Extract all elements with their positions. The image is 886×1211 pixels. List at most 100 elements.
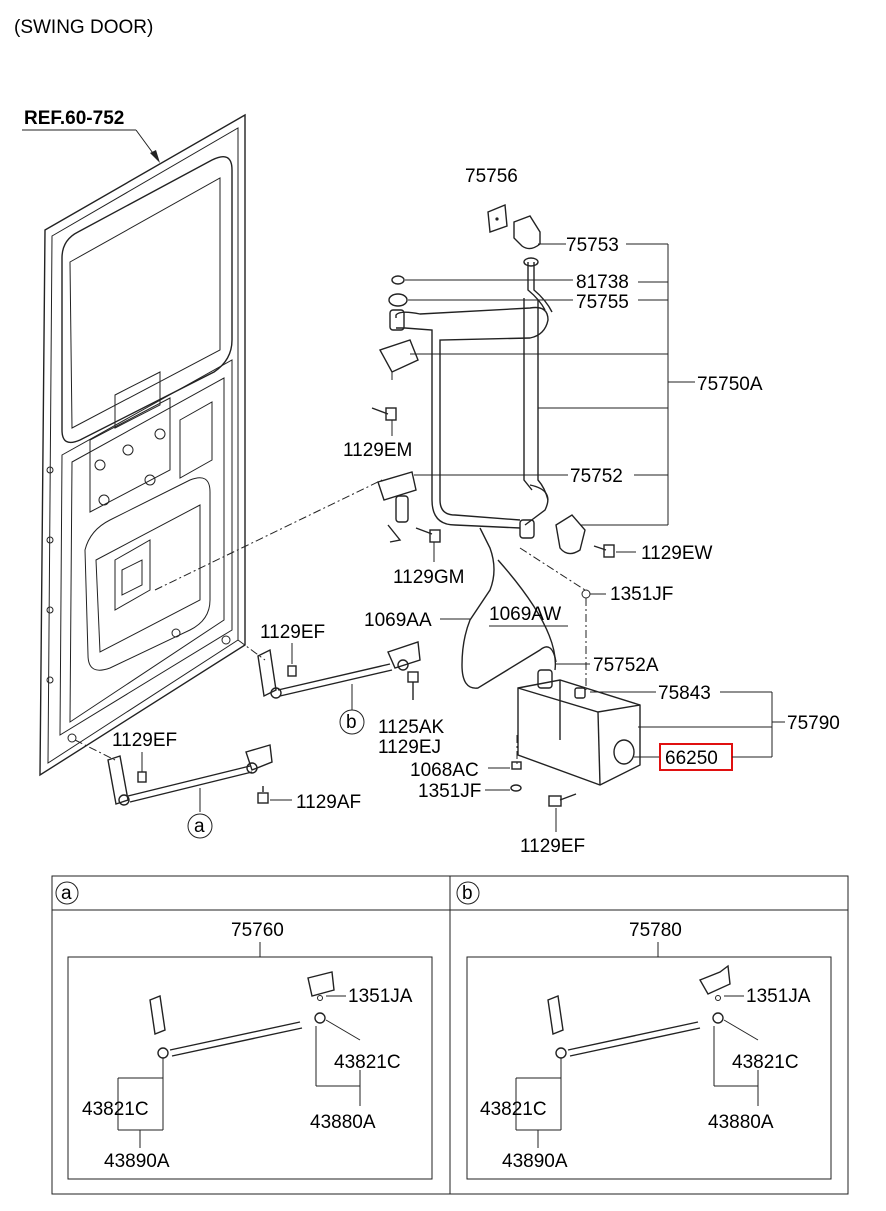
callout-75750A[interactable]: 75750A xyxy=(410,244,763,526)
alignment-line xyxy=(237,639,266,661)
label-75752A: 75752A xyxy=(593,655,659,676)
label-1129AF: 1129AF xyxy=(296,792,361,813)
callout-1125AK[interactable]: 1125AK 1129EJ xyxy=(378,717,445,758)
label-1129EW: 1129EW xyxy=(641,543,713,564)
callout-1129EF-mid[interactable]: 1129EF xyxy=(260,622,325,664)
circle-label-b: b xyxy=(346,712,357,733)
ref-callout[interactable]: REF.60-752 xyxy=(22,108,160,163)
label-75753: 75753 xyxy=(566,235,619,256)
label-1129EF-left: 1129EF xyxy=(112,730,177,751)
label-1129EM: 1129EM xyxy=(343,440,412,461)
callout-1129AF[interactable]: 1129AF xyxy=(270,792,361,813)
bolt-1129AF xyxy=(257,786,269,804)
label-75755: 75755 xyxy=(576,292,629,313)
circle-label-a: a xyxy=(194,816,205,837)
callout-1129EM[interactable]: 1129EM xyxy=(343,420,412,461)
bolt-1129GM xyxy=(415,527,441,543)
clip-1068AC xyxy=(511,761,522,770)
callout-1129EW[interactable]: 1129EW xyxy=(616,543,713,564)
callout-75755[interactable]: 75755 xyxy=(408,292,668,313)
callout-a[interactable]: a xyxy=(187,788,213,839)
ref-label: REF.60-752 xyxy=(24,108,124,129)
diagram-header: (SWING DOOR) xyxy=(14,17,153,38)
label-1069AW: 1069AW xyxy=(489,604,561,625)
alignment-line xyxy=(519,547,586,591)
rod-b xyxy=(257,641,421,699)
label-1129EJ: 1129EJ xyxy=(378,737,441,758)
panel-b-joint-right: 43821C xyxy=(732,1052,799,1073)
bracket-75753 xyxy=(513,215,541,250)
callout-1069AW[interactable]: 1069AW xyxy=(489,604,568,627)
callout-75756[interactable]: 75756 xyxy=(465,166,518,187)
callout-75753[interactable]: 75753 xyxy=(538,235,668,256)
callout-75843[interactable]: 75843 xyxy=(590,683,772,704)
bolt-1129EF-left xyxy=(137,771,147,783)
panel-a-rod-left: 43890A xyxy=(104,1151,170,1172)
callout-1068AC[interactable]: 1068AC xyxy=(410,760,510,781)
callout-75752[interactable]: 75752 xyxy=(414,466,668,487)
label-75843: 75843 xyxy=(658,683,711,704)
callout-1129GM[interactable]: 1129GM xyxy=(393,542,464,588)
panel-b-tag: b xyxy=(462,883,473,904)
bolt-1125AK xyxy=(407,671,419,700)
callout-75790[interactable]: 75790 xyxy=(638,692,840,757)
panel-a-rod-right: 43880A xyxy=(310,1112,376,1133)
bracket-75752 xyxy=(377,471,417,543)
detail-panel-b: b 75780 1351JA 43821C 43880A 43821C 4389… xyxy=(456,881,832,1180)
clip-1351JF-lower xyxy=(510,784,522,792)
label-1068AC: 1068AC xyxy=(410,760,479,781)
label-75756: 75756 xyxy=(465,166,518,187)
callout-1129EF-left[interactable]: 1129EF xyxy=(112,730,177,772)
label-1125AK: 1125AK xyxy=(378,717,445,738)
label-66250: 66250 xyxy=(665,748,718,769)
latch-rod-frame xyxy=(389,257,553,539)
rod-a xyxy=(107,744,273,806)
panel-a-joint-left: 43821C xyxy=(82,1099,149,1120)
panel-b-assembly: 75780 xyxy=(629,920,682,941)
panel-b-joint-left: 43821C xyxy=(480,1099,547,1120)
panel-b-rod-left: 43890A xyxy=(502,1151,568,1172)
label-1129GM: 1129GM xyxy=(393,567,464,588)
label-81738: 81738 xyxy=(576,272,629,293)
label-75750A: 75750A xyxy=(697,374,763,395)
panel-a-clip-label: 1351JA xyxy=(348,986,413,1007)
clip-1351JF xyxy=(581,589,591,599)
alignment-line xyxy=(154,479,383,591)
callout-1351JF-top[interactable]: 1351JF xyxy=(590,584,673,605)
label-1129EF-bottom: 1129EF xyxy=(520,836,585,857)
panel-a-tag: a xyxy=(61,883,72,904)
cable-1069AA xyxy=(461,527,557,689)
callout-66250[interactable]: 66250 xyxy=(634,743,772,771)
label-1069AA: 1069AA xyxy=(364,610,432,631)
bracket-right xyxy=(555,514,586,555)
bolt-1129EF-mid xyxy=(287,665,297,677)
callout-1351JF-bot[interactable]: 1351JF xyxy=(418,781,510,802)
panel-b-rod-right: 43880A xyxy=(708,1112,774,1133)
callout-1129EF-bottom[interactable]: 1129EF xyxy=(520,808,585,857)
panel-a-joint-right: 43821C xyxy=(334,1052,401,1073)
cable-1069AW xyxy=(497,559,557,671)
panel-a-assembly: 75760 xyxy=(231,920,284,941)
hook-75756 xyxy=(487,203,508,233)
detail-panels xyxy=(51,875,849,1195)
bushing-75755 xyxy=(388,293,408,307)
bolt-1129EF-bottom xyxy=(548,793,577,807)
callout-75752A[interactable]: 75752A xyxy=(556,655,659,676)
actuator-75790 xyxy=(517,669,641,786)
bolt-1129EM xyxy=(371,407,397,421)
callout-1069AA[interactable]: 1069AA xyxy=(364,610,470,631)
label-1129EF-mid: 1129EF xyxy=(260,622,325,643)
bracket-upper xyxy=(378,339,419,380)
detail-panel-a: a 75760 1351JA 43821C 43880A 43821C 4389… xyxy=(55,881,433,1180)
panel-b-clip-label: 1351JA xyxy=(746,986,811,1007)
alignment-line xyxy=(74,739,116,761)
oring-81738 xyxy=(391,275,405,285)
swing-door-panel xyxy=(39,113,246,777)
bolt-1129EW xyxy=(593,544,615,558)
label-75790: 75790 xyxy=(787,713,840,734)
label-1351JF-bot: 1351JF xyxy=(418,781,481,802)
callout-81738[interactable]: 81738 xyxy=(405,272,668,293)
label-75752: 75752 xyxy=(570,466,623,487)
callout-b[interactable]: b xyxy=(339,684,365,735)
